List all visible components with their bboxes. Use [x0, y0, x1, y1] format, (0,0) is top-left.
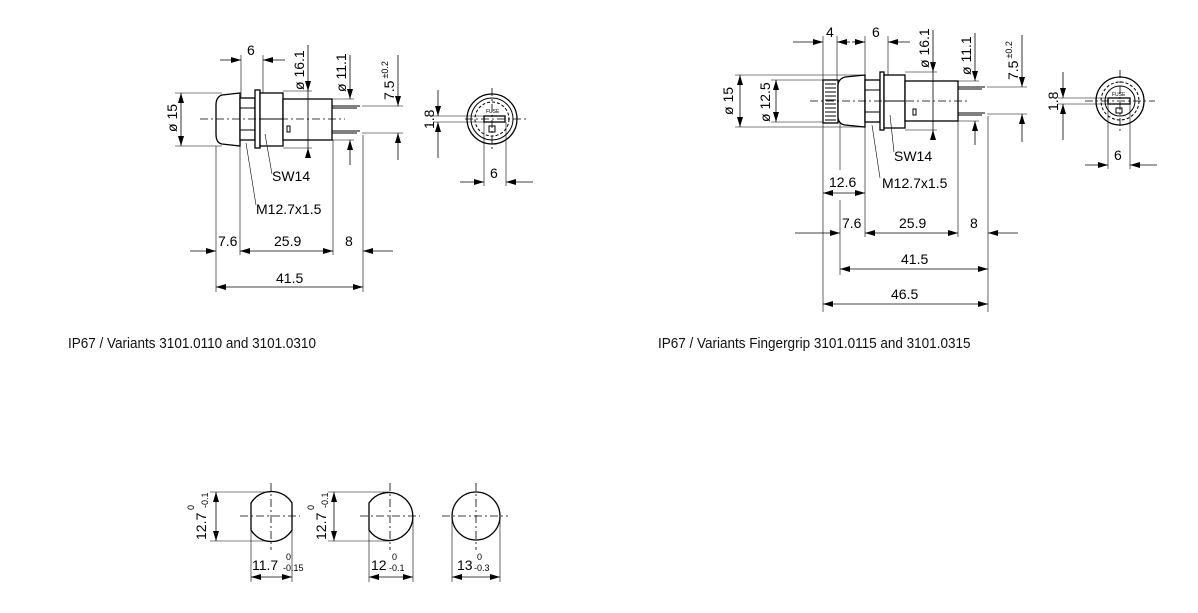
dim-grip: 4 — [826, 24, 834, 40]
dim-dia-11-1: ø 11.1 — [958, 36, 974, 75]
cutout-width: 11.7 — [252, 557, 278, 573]
cutout-height-upper-tol: 0 — [306, 505, 316, 510]
cutout-1: 12.7 0 -0.1 11.7 0 -0.15 — [186, 483, 304, 582]
body — [282, 98, 333, 141]
label-thread: M12.7x1.5 — [882, 175, 948, 191]
cap — [837, 74, 866, 128]
label-wrench-size: SW14 — [894, 148, 932, 164]
cutout-width-upper-tol: 0 — [286, 552, 291, 562]
cutout-height-upper-tol: 0 — [186, 505, 196, 510]
dim-front-width: 6 — [1114, 147, 1122, 163]
caption-right: IP67 / Variants Fingergrip 3101.0115 and… — [658, 335, 971, 352]
dim-front-width: 6 — [490, 165, 498, 181]
cutout-width-upper-tol: 0 — [392, 552, 397, 562]
cutout-width-lower-tol: -0.3 — [474, 563, 490, 573]
cutout-width-lower-tol: -0.1 — [389, 563, 405, 573]
right-side-view: 4 6 ø 16.1 ø 11.1 7.5±0.2 ø 15 ø 12.5 SW… — [720, 24, 1027, 312]
cap — [215, 92, 241, 147]
dim-total-grip: 46.5 — [891, 286, 918, 302]
dim-dia-16-1: ø 16.1 — [916, 28, 932, 68]
cutout-height-lower-tol: -0.1 — [320, 492, 330, 508]
cutout-width: 13 — [457, 557, 473, 573]
cutout-height: 12.7 — [313, 513, 329, 540]
dim-pins: 8 — [970, 215, 978, 231]
dim-pin-spacing: 7.5±0.2 — [380, 61, 397, 100]
dim-pins: 8 — [345, 233, 353, 249]
dim-body: 25.9 — [899, 215, 926, 231]
cutout-width: 12 — [371, 557, 387, 573]
left-side-view: 6 ø 16.1 ø 11.1 7.5±0.2 ø 15 SW14 M12.7x… — [164, 42, 403, 292]
cutout-3: 13 0 -0.3 — [442, 483, 508, 582]
fingergrip-knurl — [822, 79, 839, 124]
dim-cap: 7.6 — [842, 215, 862, 231]
fuse-marking: FUSE — [1112, 92, 1126, 98]
label-thread: M12.7x1.5 — [256, 201, 322, 217]
dim-total: 41.5 — [901, 251, 928, 267]
dim-body: 25.9 — [274, 233, 301, 249]
dim-dia-11-1: ø 11.1 — [333, 53, 349, 92]
dim-flange-width: 6 — [247, 42, 255, 58]
dim-dia-16-1: ø 16.1 — [291, 50, 307, 90]
dim-slot: 1.8 — [1045, 91, 1061, 111]
dim-grip-total: 12.6 — [829, 174, 856, 190]
left-front-view: FUSE 1.8 6 — [421, 88, 533, 186]
cutout-2: 12.7 0 -0.1 12 0 -0.1 — [306, 483, 420, 582]
dim-dia-12-5: ø 12.5 — [757, 82, 773, 122]
dim-cap: 7.6 — [218, 233, 238, 249]
dim-pin-spacing: 7.5±0.2 — [1004, 41, 1021, 80]
dim-flange-width: 6 — [872, 24, 880, 40]
dim-total: 41.5 — [276, 270, 303, 286]
cutout-width-lower-tol: -0.15 — [283, 563, 304, 573]
dim-dia-15: ø 15 — [720, 87, 736, 115]
caption-left: IP67 / Variants 3101.0110 and 3101.0310 — [68, 335, 316, 352]
cutout-height: 12.7 — [193, 513, 209, 540]
fuse-marking: FUSE — [486, 109, 500, 115]
cutout-height-lower-tol: -0.1 — [200, 492, 210, 508]
label-wrench-size: SW14 — [272, 168, 310, 184]
cutout-width-upper-tol: 0 — [477, 552, 482, 562]
dim-slot: 1.8 — [421, 109, 437, 129]
dim-dia-15: ø 15 — [164, 104, 180, 132]
right-front-view: FUSE 1.8 6 — [1045, 70, 1157, 169]
